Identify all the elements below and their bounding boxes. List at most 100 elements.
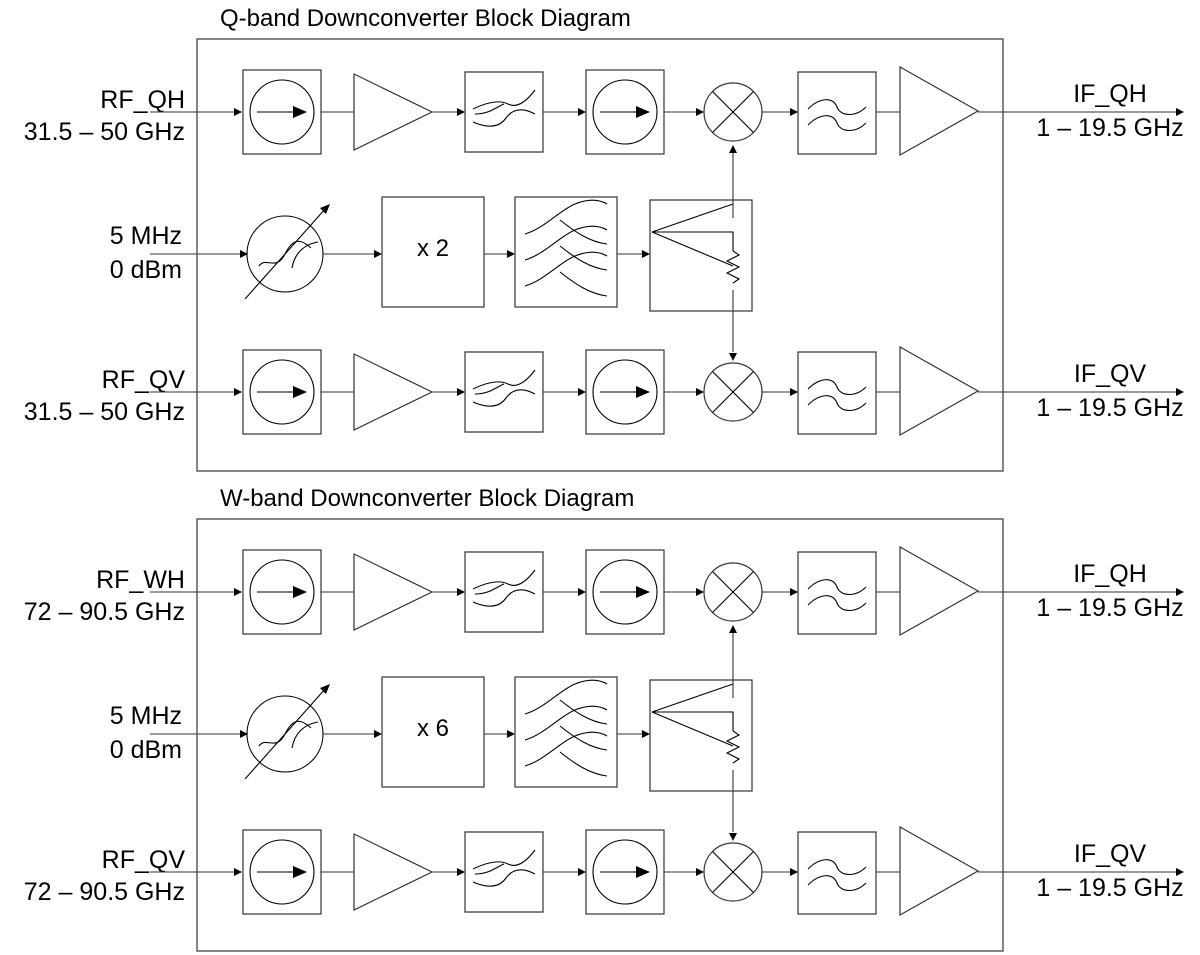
lo-input-frequency: 5 MHz bbox=[110, 222, 182, 250]
divider-path bbox=[651, 203, 734, 267]
if-output-name: IF_QV bbox=[1074, 840, 1147, 868]
filter-wave bbox=[472, 589, 536, 607]
isolator-circle bbox=[592, 839, 658, 905]
isolator-arrowhead bbox=[636, 386, 650, 398]
arrowhead-right bbox=[234, 108, 242, 116]
arrowhead-right bbox=[696, 868, 704, 876]
mixer bbox=[703, 82, 763, 142]
tuning-arrow-line bbox=[244, 207, 327, 300]
divider-path bbox=[652, 711, 734, 731]
filter-wave bbox=[524, 679, 608, 715]
arrowhead-right bbox=[642, 250, 650, 258]
power-divider bbox=[649, 199, 753, 312]
panel-q-band: Q-band Downconverter Block DiagramRF_QH3… bbox=[24, 5, 1184, 472]
filter-wave bbox=[472, 389, 536, 407]
filter-box bbox=[514, 676, 618, 788]
power-divider bbox=[649, 679, 753, 792]
frequency-multiplier bbox=[381, 676, 485, 788]
filter-wave bbox=[474, 103, 505, 115]
isolator-circle bbox=[249, 359, 315, 425]
arrowhead-right bbox=[1176, 108, 1184, 116]
arrowhead-right bbox=[240, 250, 248, 258]
filter-box bbox=[797, 71, 877, 155]
amplifier bbox=[353, 833, 434, 911]
panel-title: W-band Downconverter Block Diagram bbox=[220, 485, 634, 512]
filter-wave bbox=[807, 579, 867, 596]
lowpass-filter bbox=[797, 351, 877, 435]
filter-wave bbox=[524, 251, 608, 287]
isolator bbox=[585, 69, 665, 155]
isolator-circle bbox=[249, 79, 315, 145]
lo-input-power: 0 dBm bbox=[110, 256, 182, 284]
bandpass-filter bbox=[464, 351, 544, 433]
if-output-name: IF_QH bbox=[1073, 560, 1147, 588]
if-output-range: 1 – 19.5 GHz bbox=[1036, 114, 1183, 142]
filter-wave bbox=[474, 383, 505, 395]
rf-input-range: 31.5 – 50 GHz bbox=[24, 398, 185, 426]
arrowhead-right bbox=[790, 588, 798, 596]
mixer-cross bbox=[712, 571, 754, 613]
arrowhead-right bbox=[507, 250, 515, 258]
rf-input-range: 31.5 – 50 GHz bbox=[24, 118, 185, 146]
arrowhead-right bbox=[374, 730, 382, 738]
tuning-arrowhead bbox=[320, 684, 330, 694]
arrowhead-right bbox=[578, 108, 586, 116]
divider-path bbox=[652, 231, 734, 251]
arrowhead-right bbox=[1176, 388, 1184, 396]
filter-wave bbox=[807, 859, 867, 876]
filter-box bbox=[797, 831, 877, 915]
arrowhead-right bbox=[790, 108, 798, 116]
arrowhead-right bbox=[234, 388, 242, 396]
rf-input-name: RF_QV bbox=[102, 366, 186, 394]
arrowhead-right bbox=[1176, 868, 1184, 876]
isolator-arrowhead bbox=[293, 866, 307, 878]
divider-resistor bbox=[725, 730, 741, 764]
filter-wave bbox=[559, 219, 608, 245]
multiplier-label: x 2 bbox=[417, 235, 449, 262]
bandpass-filter bbox=[464, 831, 544, 913]
if-output-range: 1 – 19.5 GHz bbox=[1036, 594, 1183, 622]
filter-wave bbox=[559, 245, 608, 271]
isolator bbox=[242, 549, 322, 635]
lowpass-filter bbox=[797, 831, 877, 915]
isolator-arrowhead bbox=[293, 586, 307, 598]
amplifier bbox=[353, 353, 434, 431]
rf-input-range: 72 – 90.5 GHz bbox=[24, 598, 185, 626]
isolator-circle bbox=[592, 359, 658, 425]
rf-input-range: 72 – 90.5 GHz bbox=[24, 878, 185, 906]
arrowhead-right bbox=[578, 868, 586, 876]
divider-resistor bbox=[725, 250, 741, 284]
arrowhead-right bbox=[790, 388, 798, 396]
isolator bbox=[585, 349, 665, 435]
filter-box bbox=[797, 551, 877, 635]
isolator-arrowhead bbox=[636, 106, 650, 118]
bandpass-filter bbox=[464, 551, 544, 633]
arrowhead-right bbox=[578, 588, 586, 596]
tuning-arrow-line bbox=[244, 687, 327, 780]
arrowhead-right bbox=[457, 588, 465, 596]
arrowhead-right bbox=[507, 730, 515, 738]
isolator bbox=[585, 829, 665, 915]
filter-wave bbox=[472, 849, 536, 870]
filter-wave bbox=[807, 875, 867, 892]
filter-wave bbox=[472, 569, 536, 590]
arrowhead-right bbox=[374, 250, 382, 258]
filter-wave bbox=[474, 583, 505, 595]
arrowhead-right bbox=[578, 388, 586, 396]
filter-box bbox=[514, 196, 618, 308]
lowpass-filter bbox=[797, 71, 877, 155]
filter-wave bbox=[472, 369, 536, 390]
divider-path bbox=[651, 683, 734, 747]
isolator-arrowhead bbox=[293, 106, 307, 118]
isolator bbox=[242, 349, 322, 435]
filter-wave bbox=[472, 869, 536, 887]
if-output-range: 1 – 19.5 GHz bbox=[1036, 394, 1183, 422]
tuning-arrowhead bbox=[320, 204, 330, 214]
isolator bbox=[585, 549, 665, 635]
rf-input-name: RF_QH bbox=[100, 86, 185, 114]
amplifier bbox=[353, 553, 434, 631]
frequency-multiplier bbox=[381, 196, 485, 308]
amplifier bbox=[353, 73, 434, 151]
arrowhead-right bbox=[696, 388, 704, 396]
